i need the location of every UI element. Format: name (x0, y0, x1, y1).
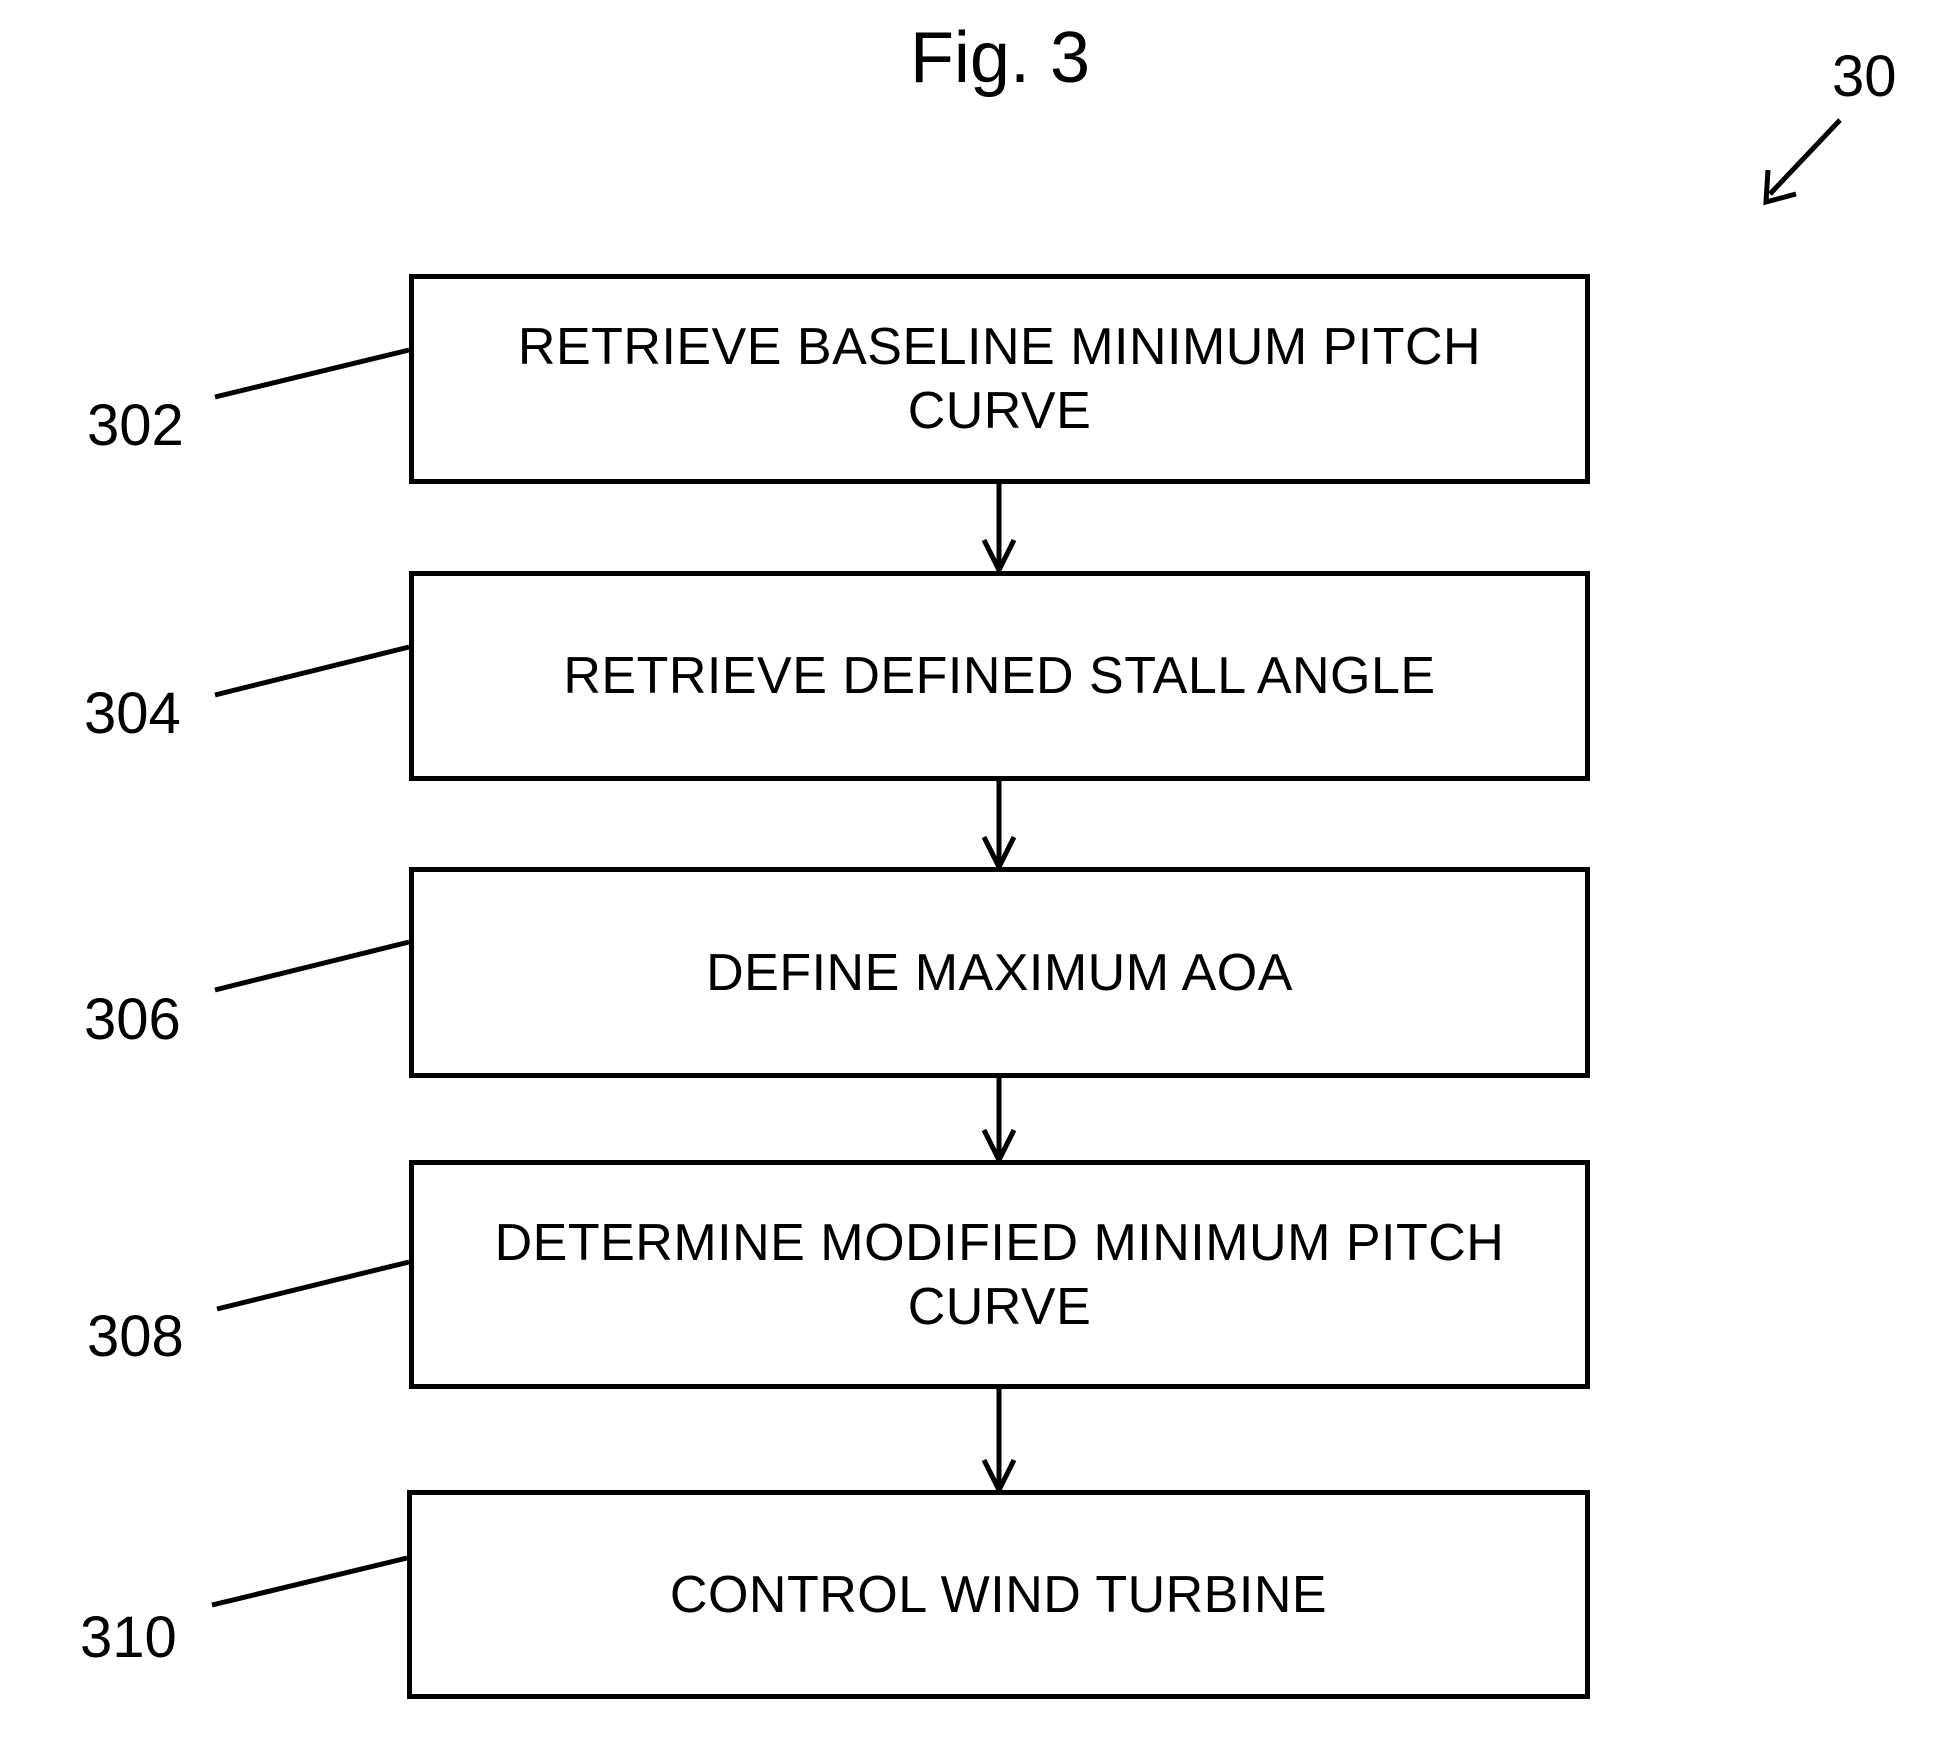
diagram-reference-arrow (1763, 118, 1842, 206)
step-ref-304: 304 (84, 681, 181, 746)
diagram-reference-number: 30 (1832, 44, 1897, 109)
step-label: CONTROL WIND TURBINE (669, 1565, 1328, 1624)
flow-arrow (981, 1078, 1017, 1166)
step-label: DETERMINE MODIFIED MINIMUM PITCH CURVE (494, 1213, 1505, 1336)
step-box-310: CONTROL WIND TURBINE (407, 1490, 1590, 1699)
leader-line-308 (216, 1259, 410, 1312)
step-label: DEFINE MAXIMUM AOA (706, 943, 1293, 1002)
flow-arrow (981, 781, 1017, 873)
leader-line-304 (214, 644, 410, 698)
flow-arrow (981, 484, 1017, 576)
step-box-306: DEFINE MAXIMUM AOA (409, 867, 1590, 1078)
flow-arrow (981, 1389, 1017, 1496)
step-ref-306: 306 (84, 987, 181, 1052)
leader-line-310 (211, 1555, 408, 1608)
leader-line-306 (214, 939, 410, 993)
step-ref-302: 302 (87, 393, 184, 458)
leader-line-302 (214, 347, 410, 400)
step-label: RETRIEVE DEFINED STALL ANGLE (563, 647, 1436, 705)
step-box-304: RETRIEVE DEFINED STALL ANGLE (409, 571, 1590, 781)
step-label: RETRIEVE BASELINE MINIMUM PITCH CURVE (517, 318, 1482, 440)
step-box-302: RETRIEVE BASELINE MINIMUM PITCH CURVE (409, 274, 1590, 484)
figure-title: Fig. 3 (909, 18, 1091, 98)
step-box-308: DETERMINE MODIFIED MINIMUM PITCH CURVE (409, 1160, 1590, 1389)
step-ref-308: 308 (87, 1304, 184, 1369)
step-ref-310: 310 (80, 1605, 177, 1670)
